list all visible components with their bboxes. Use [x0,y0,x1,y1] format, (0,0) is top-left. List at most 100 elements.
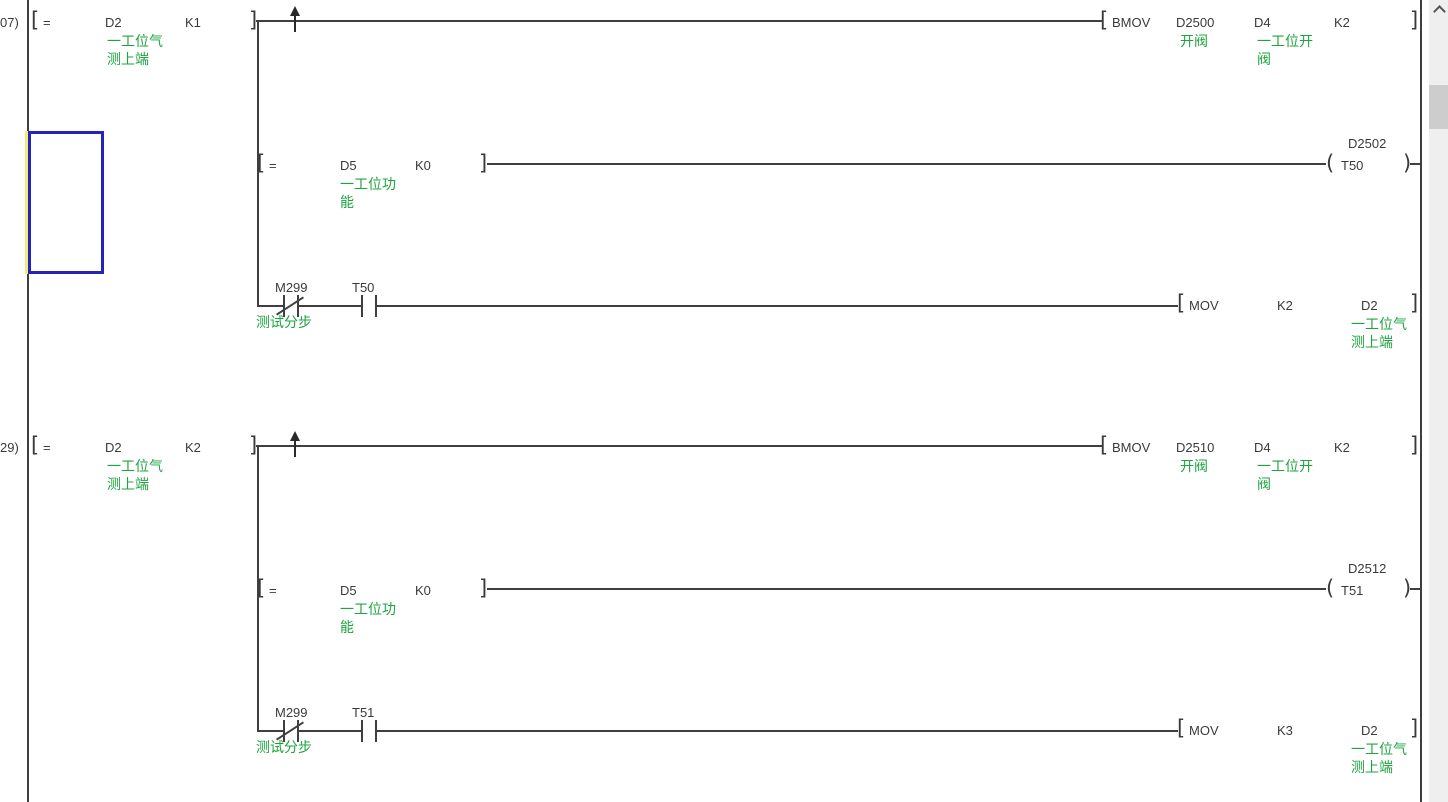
bracket-open: [ [257,576,266,600]
compare-operator[interactable]: = [269,583,277,598]
device-comment: 一工位开 [1257,33,1313,49]
wire [1410,588,1420,590]
wire [487,588,1326,590]
wire [258,730,284,732]
timer-setpoint: D2512 [1348,561,1387,576]
vertical-scrollbar[interactable] [1429,0,1448,802]
scrollbar-thumb[interactable] [1429,85,1448,129]
compare-operand2[interactable]: K0 [415,583,431,598]
coil-paren-close: ) [1403,576,1412,600]
wire [487,163,1326,165]
bracket-open: [ [31,8,40,32]
wire [377,305,1178,307]
device-comment: 测上端 [1351,334,1393,350]
no-contact[interactable] [375,720,377,742]
bmov-operand3[interactable]: K2 [1334,440,1350,455]
compare-operand1[interactable]: D5 [340,583,357,598]
device-comment: 测试分步 [256,314,312,330]
step-number: 29) [0,440,19,455]
right-bus-bar [1420,0,1422,802]
mov-mnemonic[interactable]: MOV [1189,723,1219,738]
device-comment: 能 [340,194,354,210]
device-comment: 一工位开 [1257,458,1313,474]
branch-wire [257,445,259,732]
mov-operand1[interactable]: K2 [1277,298,1293,313]
compare-operator[interactable]: = [43,15,51,30]
no-contact[interactable] [375,295,377,317]
wire [256,445,1103,447]
mov-operand2[interactable]: D2 [1361,298,1378,313]
wire [299,730,362,732]
bracket-close: ] [249,433,258,457]
compare-operand2[interactable]: K2 [185,440,201,455]
coil-paren-open: ( [1326,576,1335,600]
device-comment: 阀 [1257,476,1271,492]
bracket-close: ] [479,576,488,600]
compare-operand2[interactable]: K0 [415,158,431,173]
compare-operator[interactable]: = [269,158,277,173]
device-comment: 一工位功 [340,601,396,617]
bracket-close: ] [249,8,258,32]
compare-operand1[interactable]: D2 [105,15,122,30]
bmov-mnemonic[interactable]: BMOV [1112,15,1151,30]
device-comment: 测上端 [107,476,149,492]
nc-contact-device: M299 [275,705,308,720]
timer-coil-device[interactable]: T50 [1341,158,1364,173]
bmov-operand1[interactable]: D2510 [1176,440,1215,455]
step-number: 07) [0,15,19,30]
timer-coil-device[interactable]: T51 [1341,583,1364,598]
mov-operand1[interactable]: K3 [1277,723,1293,738]
nc-contact[interactable] [297,295,299,317]
device-comment: 一工位气 [107,33,163,49]
nc-contact[interactable] [283,295,285,317]
device-comment: 一工位气 [1351,741,1407,757]
selection-highlight-line [25,131,28,274]
no-contact-device: T51 [352,705,375,720]
bmov-operand1[interactable]: D2500 [1176,15,1215,30]
nc-contact-device: M299 [275,280,308,295]
nc-contact[interactable] [283,720,285,742]
wire [1410,163,1420,165]
mov-mnemonic[interactable]: MOV [1189,298,1219,313]
bmov-operand2[interactable]: D4 [1254,440,1271,455]
bracket-close: ] [1410,433,1419,457]
compare-operator[interactable]: = [43,440,51,455]
mov-operand2[interactable]: D2 [1361,723,1378,738]
no-contact[interactable] [361,295,363,317]
selection-rect[interactable] [28,131,104,274]
bracket-open: [ [1177,716,1186,740]
ladder-rung: 07) [ = D2 K1 ] 一工位气 测上端 [ BMOV D2500 D4… [0,0,1448,400]
bracket-close: ] [479,151,488,175]
coil-paren-close: ) [1403,151,1412,175]
branch-wire [257,20,259,307]
bracket-open: [ [31,433,40,457]
wire [299,305,362,307]
bmov-operand2[interactable]: D4 [1254,15,1271,30]
bmov-operand3[interactable]: K2 [1334,15,1350,30]
compare-operand2[interactable]: K1 [185,15,201,30]
device-comment: 开阀 [1180,33,1208,49]
device-comment: 一工位气 [107,458,163,474]
nc-contact[interactable] [297,720,299,742]
bracket-close: ] [1410,716,1419,740]
device-comment: 测上端 [1351,759,1393,775]
bmov-mnemonic[interactable]: BMOV [1112,440,1151,455]
left-bus-bar [27,0,29,802]
timer-setpoint: D2502 [1348,136,1387,151]
compare-operand1[interactable]: D5 [340,158,357,173]
bracket-open: [ [1177,291,1186,315]
ladder-rung: 29) [ = D2 K2 ] 一工位气 测上端 [ BMOV D2510 D4… [0,425,1448,802]
device-comment: 开阀 [1180,458,1208,474]
bracket-open: [ [1100,8,1109,32]
device-comment: 一工位功 [340,176,396,192]
bracket-open: [ [257,151,266,175]
wire-cursor-arrow-icon [290,6,300,32]
device-comment: 测上端 [107,51,149,67]
wire [258,305,284,307]
device-comment: 一工位气 [1351,316,1407,332]
bracket-close: ] [1410,8,1419,32]
no-contact[interactable] [361,720,363,742]
compare-operand1[interactable]: D2 [105,440,122,455]
wire [256,20,1103,22]
